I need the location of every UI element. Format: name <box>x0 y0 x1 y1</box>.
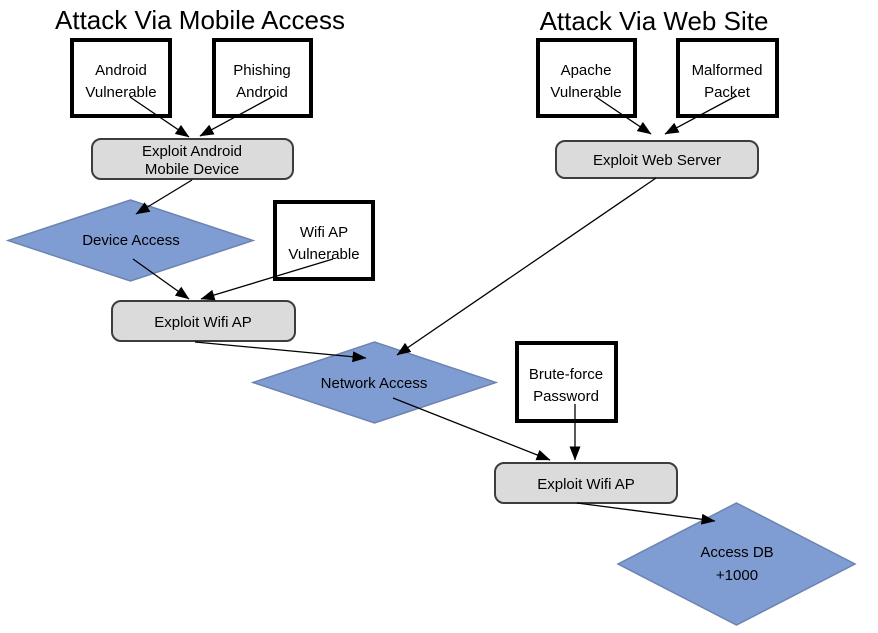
node-label: Exploit Wifi AP <box>537 476 635 493</box>
node-label: Vulnerable <box>550 84 621 101</box>
node-label: Device Access <box>82 232 180 249</box>
section-title-mobile: Attack Via Mobile Access <box>55 5 345 35</box>
node-exploit-wifi-ap-2: Exploit Wifi AP <box>494 462 678 504</box>
edges <box>129 95 737 525</box>
node-label: Exploit Android <box>142 143 242 160</box>
node-label: Password <box>533 388 599 405</box>
node-apache-vulnerable: Apache Vulnerable <box>536 38 637 118</box>
edge-device-access-to-exploit-wifi-1 <box>132 258 190 300</box>
node-label: Exploit Web Server <box>593 152 721 169</box>
node-label: Malformed <box>692 62 763 79</box>
node-label: Vulnerable <box>288 246 359 263</box>
node-phishing-android: Phishing Android <box>212 38 313 118</box>
node-label: +1000 <box>716 567 758 584</box>
action-box <box>494 462 678 504</box>
node-wifi-ap-vulnerable: Wifi AP Vulnerable <box>273 200 375 281</box>
action-box <box>111 300 296 342</box>
condition-box <box>515 341 618 423</box>
edge-android-vulnerable-to-exploit-android <box>129 96 190 138</box>
node-label: Access DB <box>700 544 773 561</box>
node-malformed-packet: Malformed Packet <box>676 38 779 118</box>
node-label: Packet <box>704 84 751 101</box>
edge-phishing-android-to-exploit-android <box>199 96 273 137</box>
node-label: Network Access <box>321 375 428 392</box>
node-label: Android <box>236 84 288 101</box>
node-label: Android <box>95 62 147 79</box>
section-title-web: Attack Via Web Site <box>540 6 769 36</box>
edge-malformed-packet-to-exploit-web-server <box>664 95 737 135</box>
node-label: Wifi AP <box>300 224 348 241</box>
node-access-db: Access DB +1000 <box>616 502 857 626</box>
node-label: Exploit Wifi AP <box>154 314 252 331</box>
node-device-access: Device Access <box>5 199 256 282</box>
edge-network-access-to-exploit-wifi-2 <box>392 397 551 461</box>
node-exploit-wifi-ap-1: Exploit Wifi AP <box>111 300 296 342</box>
node-brute-force-password: Brute-force Password <box>515 341 618 423</box>
node-label: Brute-force <box>529 366 603 383</box>
edge-apache-vulnerable-to-exploit-web-server <box>595 96 652 135</box>
edge-exploit-web-server-to-network-access <box>396 177 657 356</box>
condition-box <box>70 38 172 118</box>
node-android-vulnerable: Android Vulnerable <box>70 38 172 118</box>
node-network-access: Network Access <box>250 341 499 424</box>
node-label: Apache <box>561 62 612 79</box>
node-label: Mobile Device <box>145 161 239 178</box>
edge-exploit-wifi-1-to-network-access <box>194 341 367 363</box>
edge-exploit-wifi-2-to-access-db <box>576 502 716 525</box>
condition-box <box>212 38 313 118</box>
edge-exploit-android-to-device-access <box>135 179 193 215</box>
action-box <box>91 138 294 180</box>
edge-wifi-ap-vulnerable-to-exploit-wifi-1 <box>200 258 334 301</box>
node-exploit-android-mobile-device: Exploit Android Mobile Device <box>91 138 294 180</box>
condition-box <box>273 200 375 281</box>
condition-box <box>536 38 637 118</box>
node-exploit-web-server: Exploit Web Server <box>555 140 759 179</box>
condition-box <box>676 38 779 118</box>
state-diamond <box>250 341 499 424</box>
node-label: Vulnerable <box>85 84 156 101</box>
state-diamond <box>5 199 256 282</box>
node-label: Phishing <box>233 62 291 79</box>
state-diamond <box>616 502 857 626</box>
action-box <box>555 140 759 179</box>
